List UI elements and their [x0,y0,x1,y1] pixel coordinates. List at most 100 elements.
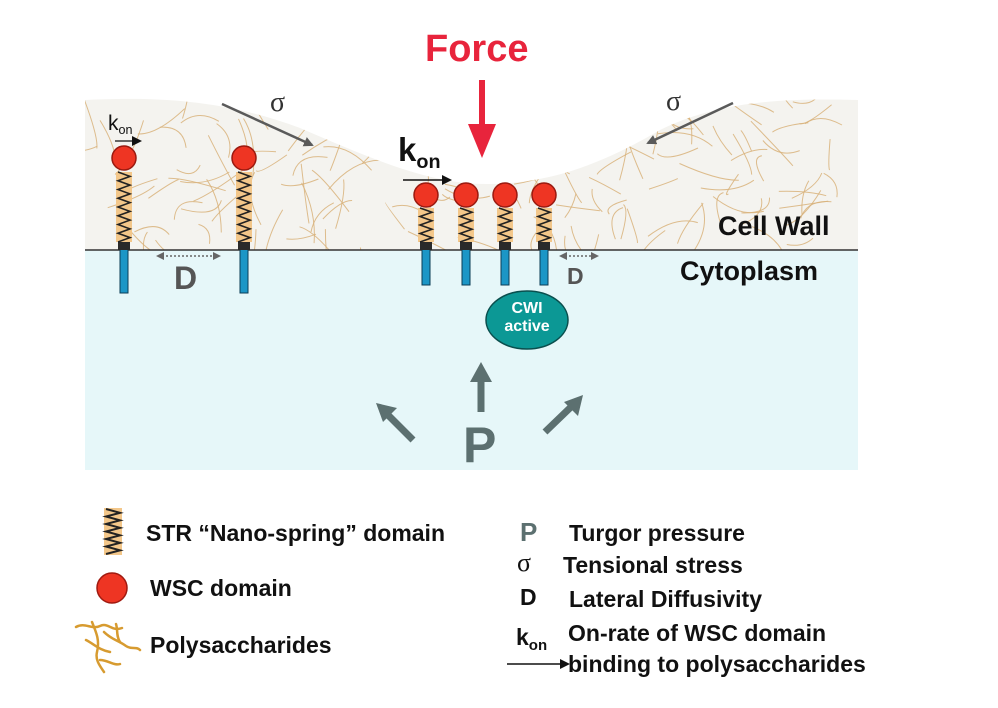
polysaccharide-fiber [529,147,561,164]
polysaccharide-fiber [772,98,794,109]
wsc-sensor [531,182,557,286]
membrane-anchor [118,242,130,250]
polysaccharide-fiber [648,178,679,190]
polysaccharide-fiber [182,98,190,119]
polysaccharide-fiber [173,201,203,220]
polysaccharide-fiber [791,172,823,199]
polysaccharide-fiber [198,223,211,244]
polysaccharide-fiber [322,98,353,102]
polysaccharide-fiber [656,147,699,158]
legend-sigma-text: Tensional stress [563,552,743,578]
polysaccharide-fiber [407,98,422,134]
wsc-domain-head [492,182,518,208]
polysaccharide-fiber [772,122,809,133]
polysaccharide-fiber [155,239,183,250]
polysaccharide-fiber [433,98,465,108]
polysaccharide-fiber [486,118,534,125]
polysaccharide-fiber [328,159,381,190]
transmembrane-stalk [500,247,510,286]
diffusion-arrow-right [559,252,599,260]
polysaccharide-fiber [712,125,733,156]
polysaccharide-fiber [515,98,560,114]
polysaccharide-fiber [756,155,765,182]
legend-kon-k: k [516,624,529,650]
polysaccharide-fiber [564,193,577,219]
sigma-label-left: σ [270,87,286,118]
polysaccharide-fiber [732,133,753,175]
force-label: Force [425,28,529,70]
wsc-domain-head [531,182,557,208]
polysaccharide-fiber [159,126,187,148]
polysaccharide-fiber [534,143,595,149]
legend-spring-icon [102,508,124,555]
kon-label-left: kon [108,112,133,138]
diffusivity-label-right: D [567,263,584,289]
polysaccharide-fiber [323,146,372,171]
cwi-line2: active [504,318,550,336]
polysaccharide-fiber [709,98,730,104]
polysaccharide-fiber [786,237,814,246]
polysaccharide-fiber [335,179,345,229]
polysaccharide-fiber [299,226,334,250]
pressure-arrows [376,362,583,443]
polysaccharide-fiber [570,225,604,250]
polysaccharide-fiber [324,229,332,250]
polysaccharide-fiber [280,178,319,187]
legend-p-symbol: P [520,517,538,547]
polysaccharide-fiber [713,98,762,126]
pressure-arrow-left [376,403,416,443]
membrane-anchor [499,242,511,250]
polysaccharide-fiber [538,122,593,148]
legend-polysaccharide-icon [74,620,142,674]
polysaccharide-fiber [800,200,832,219]
polysaccharide-fiber [607,199,627,215]
polysaccharide-fiber [740,198,763,226]
legend-str-text: STR “Nano-spring” domain [146,520,445,546]
polysaccharide-fiber [690,202,705,250]
polysaccharide-fiber [142,231,156,250]
legend-wsc-text: WSC domain [150,575,292,601]
polysaccharide-fiber [300,163,310,224]
polysaccharide-fiber [725,173,739,196]
polysaccharide-fiber [580,106,609,120]
transmembrane-stalk [119,247,129,294]
polysaccharide-fiber [741,197,771,214]
polysaccharide-fiber [107,185,155,209]
wsc-domain-head [111,145,137,171]
polysaccharide-fiber [523,138,547,148]
wsc-sensor [453,182,479,286]
kon-sub: on [416,150,441,173]
polysaccharide-fiber [712,196,765,214]
polysaccharide-fiber [554,156,582,164]
polysaccharide-fiber [545,99,589,147]
polysaccharide-fiber [804,117,843,126]
polysaccharide-fiber [385,202,405,230]
sensor-group [111,145,557,294]
str-nano-spring [535,207,553,243]
polysaccharide-fiber [176,164,201,175]
legend-kon-symbol: kon [516,624,547,654]
wsc-sensor [413,182,439,286]
wsc-sensor [492,182,518,286]
force-arrow [468,80,496,158]
polysaccharide-fiber [243,229,257,250]
transmembrane-stalk [421,247,431,286]
polysaccharide-fiber [828,139,831,171]
transmembrane-stalk [461,247,471,286]
wsc-sensor [111,145,137,294]
polysaccharide-fiber [647,220,698,237]
polysaccharide-fiber [216,123,231,158]
transmembrane-stalk [539,247,549,286]
polysaccharide-fiber [591,188,603,213]
wsc-domain-head [453,182,479,208]
polysaccharide-fiber [369,108,379,134]
polysaccharide-fiber [134,226,170,235]
pressure-arrow-up [470,362,492,412]
legend-p-text: Turgor pressure [569,520,745,546]
polysaccharide-fiber [626,208,638,244]
kon-sub: on [118,123,133,138]
pressure-label: P [463,417,497,473]
polysaccharide-fiber [322,199,353,220]
str-nano-spring [417,207,435,243]
